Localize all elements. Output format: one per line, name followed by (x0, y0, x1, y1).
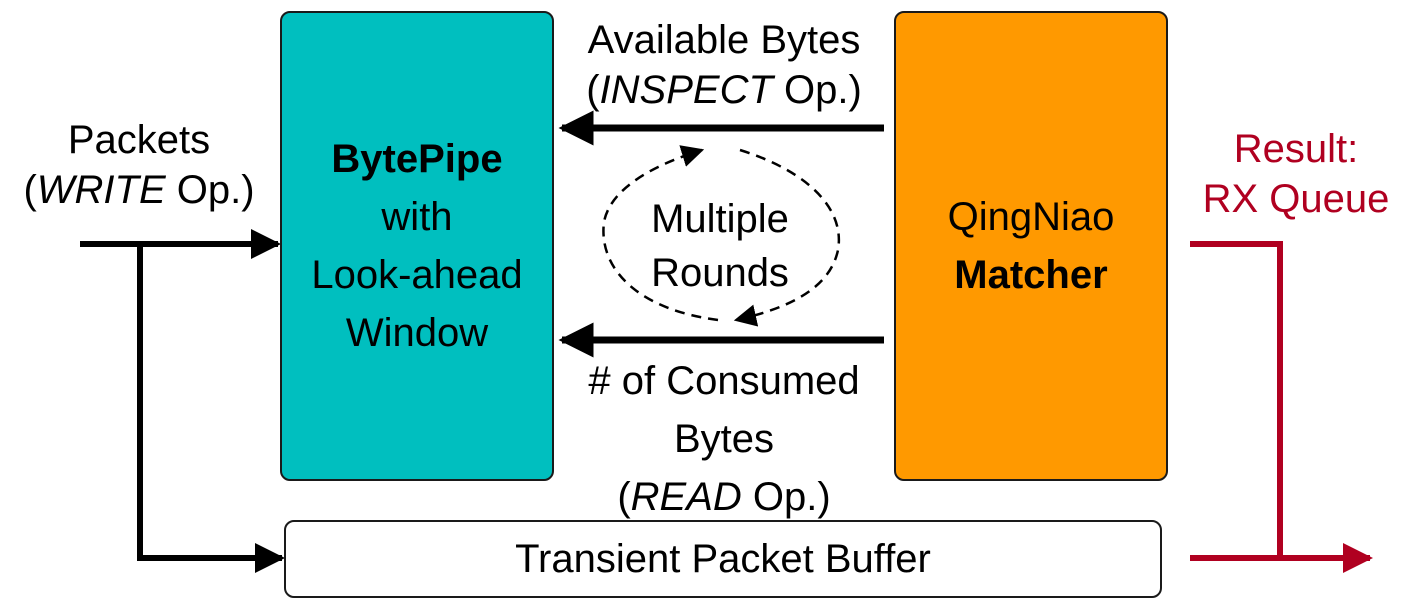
bytepipe-line3: Look-ahead (311, 253, 523, 297)
loop-dashed-right (733, 148, 841, 327)
read-op: READ (630, 475, 742, 519)
matcher-box: QingNiao Matcher (894, 11, 1168, 481)
matcher-line1: QingNiao (947, 195, 1115, 239)
inspect-line1: Available Bytes (587, 18, 861, 62)
read-paren: ( (617, 475, 631, 519)
packets-line1: Packets (67, 118, 211, 162)
read-label: # of Consumed Bytes (READ Op.) (556, 352, 892, 526)
packets-op-suffix: Op.) (165, 168, 255, 212)
packets-paren: ( (23, 168, 37, 212)
result-label: Result: RX Queue (1180, 124, 1412, 224)
matcher-title: Matcher (954, 253, 1108, 297)
inspect-op: INSPECT (599, 68, 773, 112)
bytepipe-box: BytePipe with Look-ahead Window (280, 11, 554, 481)
read-op-suffix: Op.) (741, 475, 831, 519)
loop-dashed-left (602, 145, 719, 322)
read-op-line: (READ Op.) (556, 468, 892, 526)
loop-label: Multiple Rounds (620, 192, 820, 300)
write-op: WRITE (36, 168, 166, 212)
loop-line1: Multiple (651, 197, 789, 241)
transient-buffer-box: Transient Packet Buffer (284, 520, 1162, 598)
packets-op-line: (WRITE Op.) (0, 165, 278, 215)
loop-line2: Rounds (651, 251, 789, 295)
inspect-op-suffix: Op.) (772, 68, 862, 112)
result-arrow (1190, 241, 1373, 573)
read-line1: # of Consumed (588, 359, 860, 403)
bytepipe-title: BytePipe (331, 137, 503, 181)
result-line1: Result: (1233, 127, 1359, 171)
bytepipe-line2: with (381, 195, 453, 239)
buffer-branch-arrow (137, 244, 285, 573)
buffer-label: Transient Packet Buffer (515, 537, 931, 581)
inspect-op-line: (INSPECT Op.) (556, 65, 892, 115)
read-line2: Bytes (673, 417, 775, 461)
result-line2: RX Queue (1202, 177, 1390, 221)
packets-label: Packets (WRITE Op.) (0, 115, 278, 215)
bytepipe-line4: Window (345, 311, 489, 355)
inspect-paren: ( (586, 68, 600, 112)
inspect-label: Available Bytes (INSPECT Op.) (556, 15, 892, 115)
